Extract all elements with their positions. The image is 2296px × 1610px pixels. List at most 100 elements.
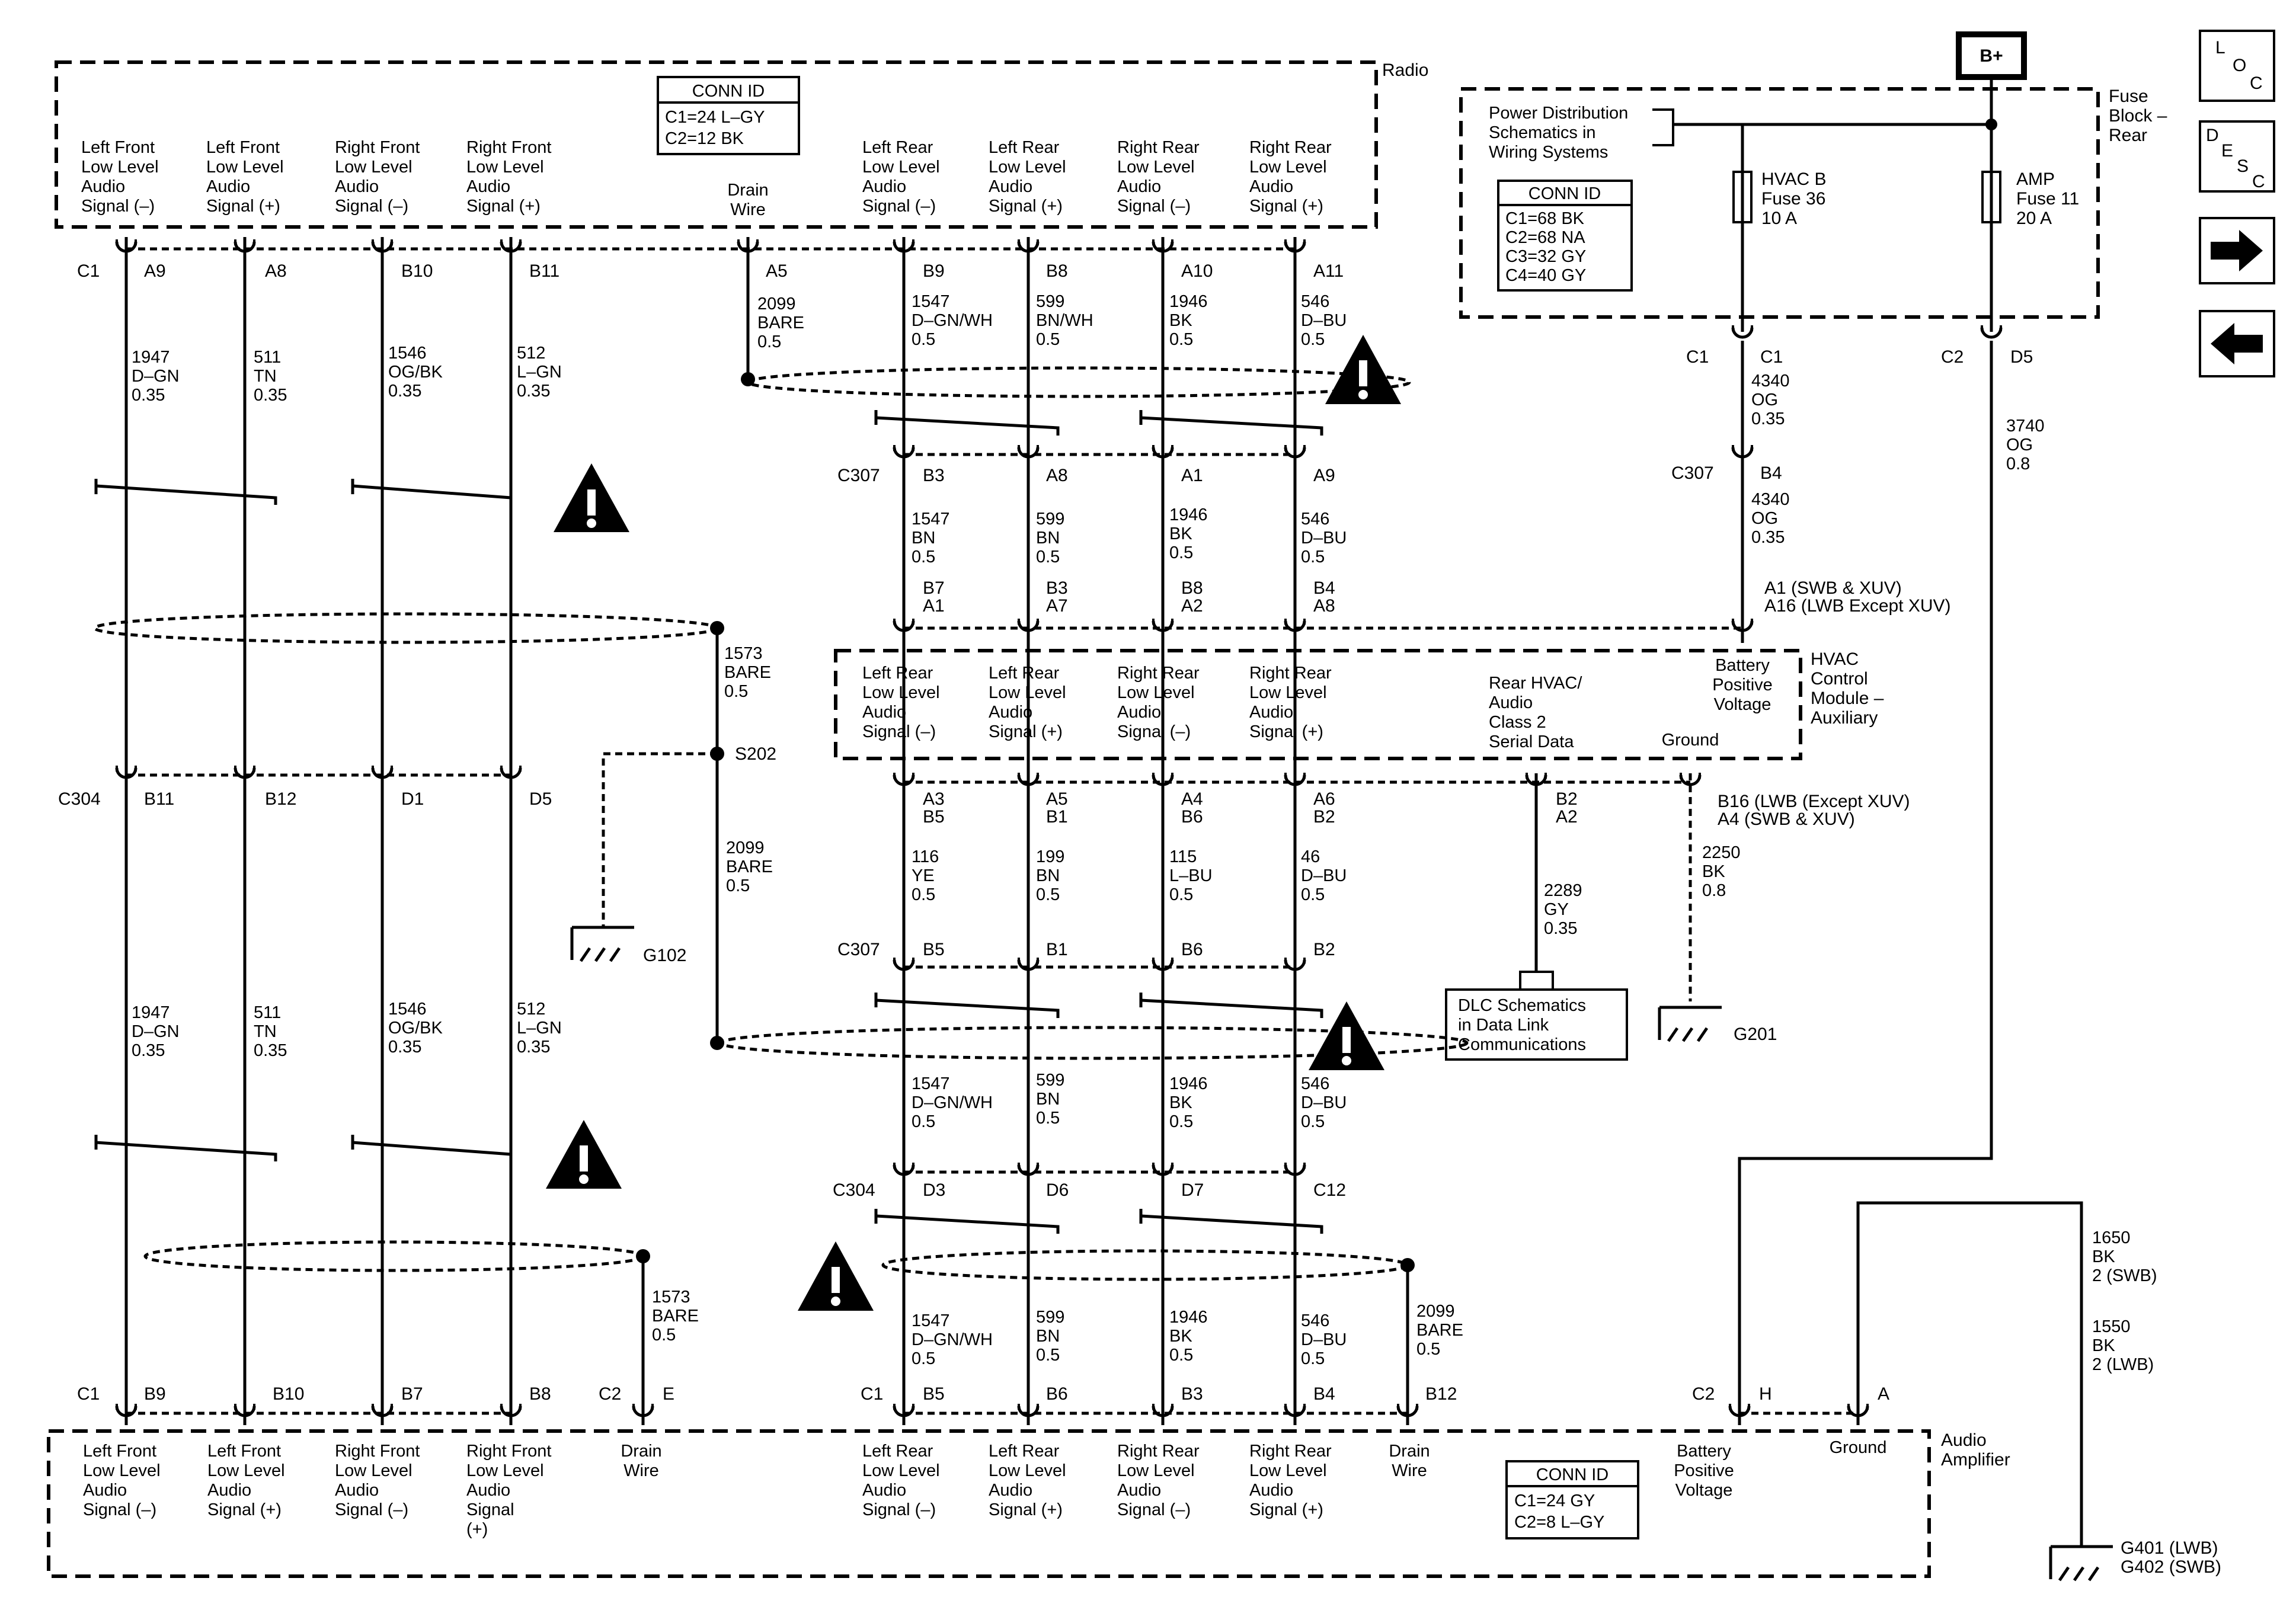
pin-terminal xyxy=(1731,327,1754,339)
warning-icon xyxy=(546,1120,622,1189)
pin-terminal xyxy=(1396,1406,1419,1417)
pin-terminal xyxy=(893,620,915,632)
pin-terminal xyxy=(1017,774,1040,786)
svg-text:B10: B10 xyxy=(273,1384,304,1404)
svg-text:C2=68 NA: C2=68 NA xyxy=(1505,228,1585,247)
svg-text:C1: C1 xyxy=(1686,347,1709,367)
svg-text:B6: B6 xyxy=(1046,1384,1068,1404)
pin-terminal xyxy=(1731,447,1754,459)
pin-terminal xyxy=(1284,620,1306,632)
dlc-box xyxy=(1445,988,1628,1061)
svg-text:C1: C1 xyxy=(77,261,100,281)
pin-terminal xyxy=(893,774,915,786)
svg-text:D5: D5 xyxy=(2010,347,2033,367)
desc-button[interactable]: D E S C xyxy=(2199,120,2275,193)
svg-text:C1: C1 xyxy=(861,1384,883,1404)
bplus-box xyxy=(1956,31,2027,80)
pin-terminal xyxy=(893,1406,915,1417)
svg-text:C307: C307 xyxy=(837,940,880,959)
svg-text:C307: C307 xyxy=(837,466,880,485)
pin-terminal xyxy=(1679,774,1702,786)
svg-text:B9: B9 xyxy=(923,261,945,281)
pin-terminal xyxy=(1152,447,1174,459)
pin-terminal xyxy=(1152,959,1174,971)
svg-text:A5: A5 xyxy=(766,261,788,281)
ground-icon xyxy=(570,926,634,962)
warning-icon xyxy=(1309,1001,1384,1070)
pin-labels: A9 A8 B10 B11 A5 B9 B8 A10 A11 B3 A8 A1 … xyxy=(144,261,2033,1404)
svg-text:C1: C1 xyxy=(1760,347,1783,367)
svg-text:B8: B8 xyxy=(1046,261,1068,281)
warning-icon xyxy=(554,463,629,532)
svg-text:B6: B6 xyxy=(1181,940,1203,959)
svg-text:C1=24 L–GY: C1=24 L–GY xyxy=(665,108,765,127)
svg-text:A: A xyxy=(1878,1384,1889,1404)
pin-terminal xyxy=(1284,959,1306,971)
svg-text:B11: B11 xyxy=(144,789,174,809)
next-arrow-button[interactable] xyxy=(2199,217,2275,284)
svg-text:C304: C304 xyxy=(833,1180,875,1200)
svg-text:C2: C2 xyxy=(1941,347,1964,367)
svg-text:O: O xyxy=(2233,56,2246,75)
pin-terminal xyxy=(115,1406,137,1417)
pin-terminal xyxy=(1980,327,2003,339)
svg-text:D6: D6 xyxy=(1046,1180,1069,1200)
prev-arrow-button[interactable] xyxy=(2199,310,2275,377)
shield-ellipses xyxy=(93,366,1469,1281)
svg-text:A8: A8 xyxy=(265,261,287,281)
svg-text:A8: A8 xyxy=(1046,466,1068,485)
warning-icon xyxy=(1325,335,1401,404)
ground-icon xyxy=(1658,1006,1722,1042)
pin-markers xyxy=(115,239,2003,1417)
pin-terminal xyxy=(500,241,522,253)
wires xyxy=(124,77,2083,1547)
svg-text:D5: D5 xyxy=(529,789,552,809)
svg-text:C307: C307 xyxy=(1671,463,1714,483)
pin-terminal xyxy=(1017,620,1040,632)
svg-text:B12: B12 xyxy=(1425,1384,1457,1404)
svg-text:C3=32 GY: C3=32 GY xyxy=(1505,247,1586,266)
ground-icon xyxy=(2049,1545,2113,1582)
svg-text:B4: B4 xyxy=(1313,1384,1335,1404)
svg-text:D3: D3 xyxy=(923,1180,945,1200)
svg-text:B10: B10 xyxy=(401,261,433,281)
svg-text:B7: B7 xyxy=(401,1384,423,1404)
loc-button[interactable]: L O C xyxy=(2199,30,2275,102)
connector-names: C1 C307 C304 C307 C304 C1 C2 C1 C2 C1 C2… xyxy=(58,261,1964,1404)
hvac-fuse xyxy=(1732,171,1753,223)
amp-fuse xyxy=(1981,171,2001,223)
pin-terminal xyxy=(893,1164,915,1176)
